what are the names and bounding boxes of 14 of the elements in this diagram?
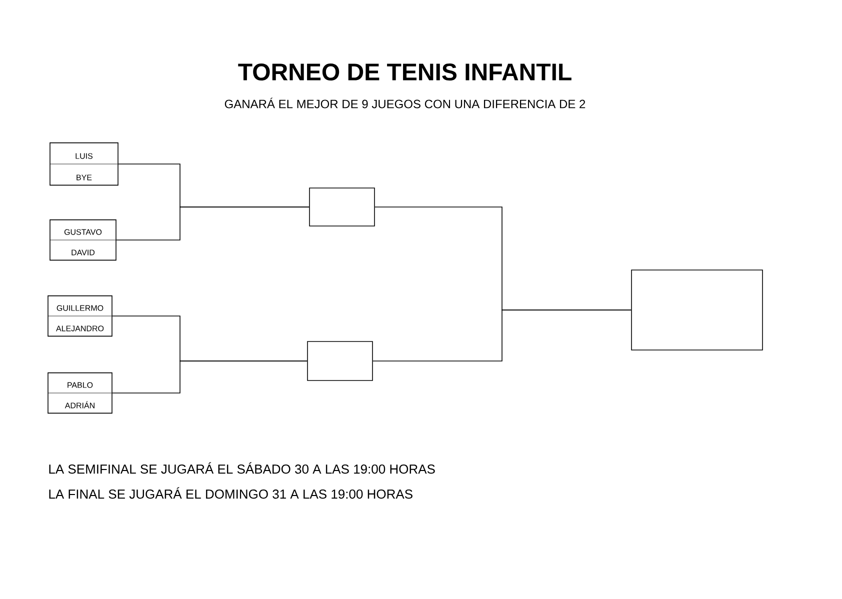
- subtitle: GANARÁ EL MEJOR DE 9 JUEGOS CON UNA DIFERENCIA DE 2: [224, 98, 586, 108]
- player-pair-box: LUIS BYE: [50, 142, 118, 186]
- player-pair-box: GUILLERMO ALEJANDRO: [48, 295, 112, 337]
- winner-box: [307, 341, 373, 381]
- bracket-line: [112, 360, 308, 394]
- winner-box: [309, 188, 375, 226]
- note: LA FINAL SE JUGARÁ EL DOMINGO 31 A LAS 19:00 HORAS: [49, 487, 412, 499]
- player-pair-box: GUSTAVO DAVID: [50, 219, 116, 261]
- note: LA SEMIFINAL SE JUGARÁ EL SÁBADO 30 A LAS 19:00 HORAS: [49, 462, 435, 474]
- title: TORNEO DE TENIS INFANTIL: [238, 64, 572, 80]
- winner-box: [631, 270, 763, 350]
- bracket-line: [372, 310, 632, 362]
- bracket-line: [116, 206, 310, 240]
- player-pair-box: PABLO ADRIÁN: [48, 372, 112, 414]
